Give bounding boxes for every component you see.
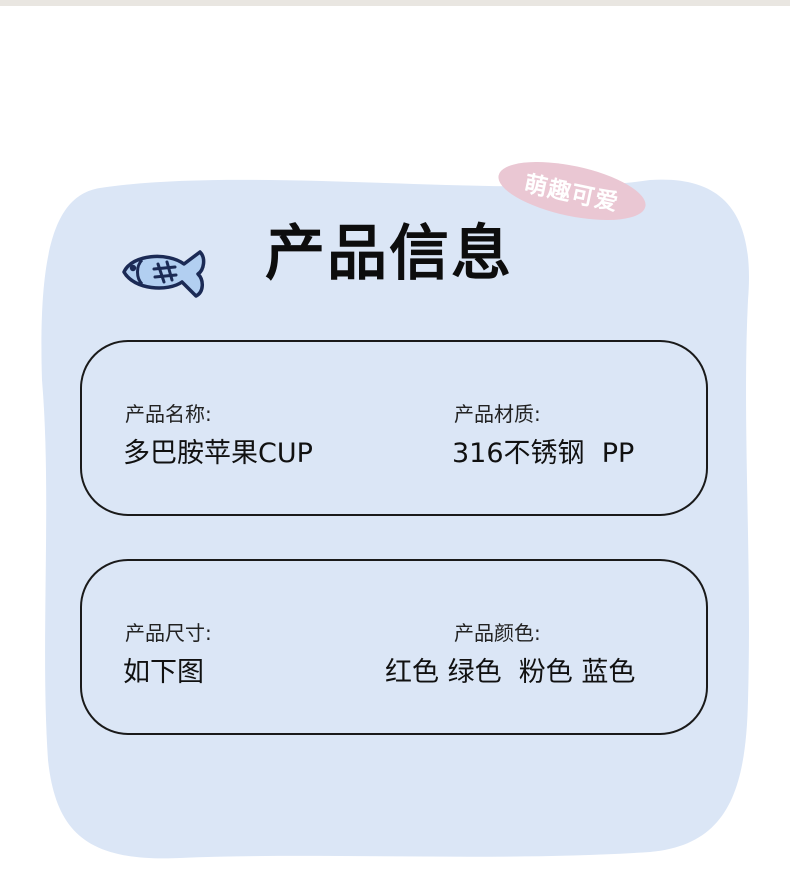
info-card-1: 产品名称: 多巴胺苹果CUP 产品材质: 316不锈钢 PP bbox=[80, 340, 708, 516]
fish-icon bbox=[122, 250, 206, 298]
product-name-label: 产品名称: bbox=[125, 402, 212, 426]
product-material-label: 产品材质: bbox=[454, 402, 541, 426]
product-size-label: 产品尺寸: bbox=[125, 621, 212, 645]
product-color-value: 红色 绿色 粉色 蓝色 bbox=[385, 657, 636, 688]
product-color-label: 产品颜色: bbox=[454, 621, 541, 645]
product-size-value: 如下图 bbox=[123, 657, 204, 688]
product-material-value: 316不锈钢 PP bbox=[452, 438, 635, 469]
product-name-value: 多巴胺苹果CUP bbox=[123, 438, 313, 469]
page-title: 产品信息 bbox=[265, 219, 513, 289]
top-strip bbox=[0, 0, 790, 6]
info-card-2: 产品尺寸: 如下图 产品颜色: 红色 绿色 粉色 蓝色 bbox=[80, 559, 708, 735]
